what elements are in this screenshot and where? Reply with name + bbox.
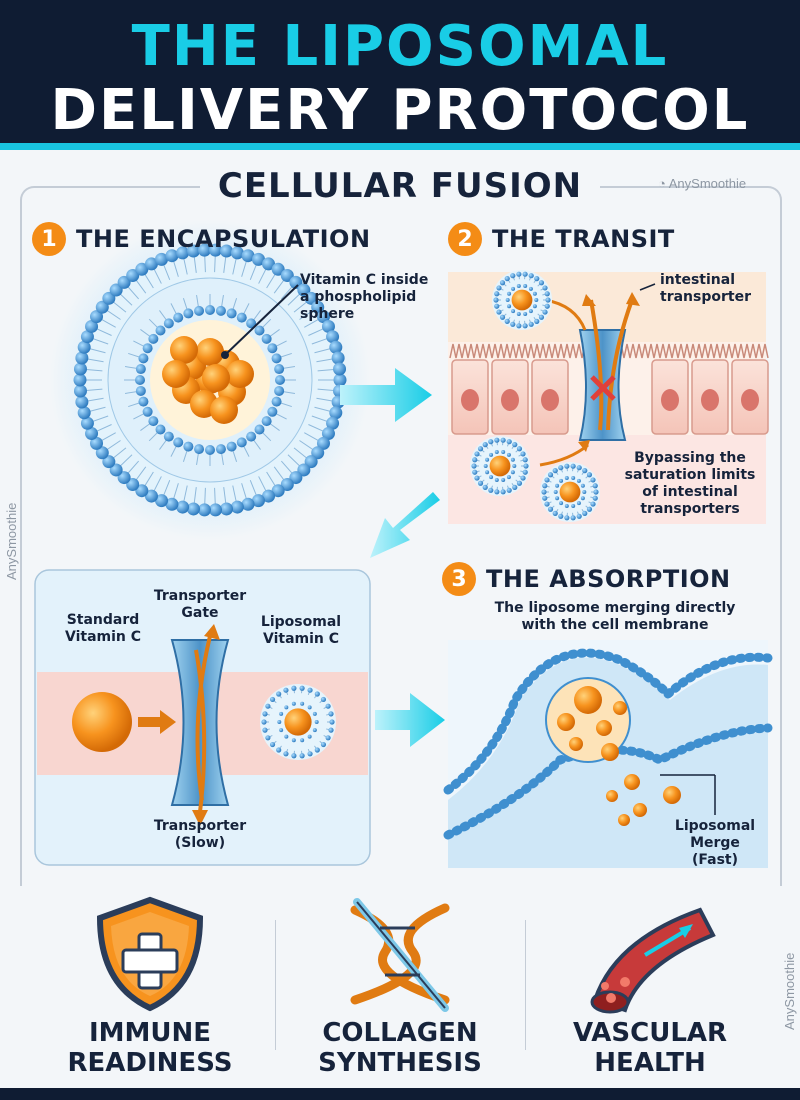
step-2-heading: 2 THE TRANSIT — [448, 222, 675, 256]
step-3-number: 3 — [442, 562, 476, 596]
step-1-number: 1 — [32, 222, 66, 256]
transporter-label: intestinal transporter — [660, 272, 751, 305]
header-accent-bar — [0, 143, 800, 150]
benefit-vascular: VASCULAR HEALTH — [525, 890, 775, 1090]
step-3-title: THE ABSORPTION — [486, 565, 731, 593]
benefit-vascular-label: VASCULAR HEALTH — [572, 1018, 728, 1078]
membrane-fusion — [443, 640, 773, 868]
shield-cross-icon — [96, 896, 204, 1012]
collagen-helix-icon — [350, 898, 450, 1012]
arrow-comparison-to-step3 — [375, 693, 445, 747]
standard-vitamin-c-label: Standard Vitamin C — [64, 612, 142, 645]
step-2-title: THE TRANSIT — [492, 225, 675, 253]
benefit-divider-1 — [275, 920, 276, 1050]
brand-watermark-top: ◔ AnySmoothie — [658, 176, 747, 191]
arrow-step2-to-comparison — [370, 492, 440, 558]
diagram-illustrations — [34, 220, 773, 868]
step-1-heading: 1 THE ENCAPSULATION — [32, 222, 371, 256]
step-3-heading: 3 THE ABSORPTION — [442, 562, 731, 596]
benefit-immune: IMMUNE READINESS — [25, 890, 275, 1090]
intestinal-panel — [448, 270, 769, 524]
benefit-immune-label: IMMUNE READINESS — [67, 1018, 233, 1078]
title-line-2: DELIVERY PROTOCOL — [50, 78, 750, 143]
footer-bar — [0, 1088, 800, 1100]
transporter-gate-label: Transporter Gate — [153, 588, 247, 621]
comparison-panel — [34, 569, 371, 866]
step-1-title: THE ENCAPSULATION — [76, 225, 371, 253]
liposomal-merge-label: Liposomal Merge (Fast) — [674, 818, 756, 868]
liposomal-vitamin-c-label: Liposomal Vitamin C — [260, 614, 342, 647]
encapsulation-label: Vitamin C inside a phospholipid sphere — [300, 272, 429, 322]
blood-vessel-icon — [590, 907, 716, 1014]
benefit-collagen: COLLAGEN SYNTHESIS — [275, 890, 525, 1090]
liposome-large — [50, 220, 370, 540]
benefit-collagen-label: COLLAGEN SYNTHESIS — [318, 1018, 482, 1078]
benefits-row: IMMUNE READINESS COLLAGEN SYNTHESIS — [0, 890, 800, 1090]
section-title: CELLULAR FUSION — [200, 166, 600, 206]
header-banner: THE LIPOSOMAL DELIVERY PROTOCOL — [0, 0, 800, 150]
arrow-step1-to-step2 — [340, 368, 432, 422]
benefit-divider-2 — [525, 920, 526, 1050]
title-line-1: THE LIPOSOMAL — [131, 14, 669, 79]
absorption-caption: The liposome merging directly with the c… — [494, 600, 736, 633]
step-2-number: 2 — [448, 222, 482, 256]
transporter-slow-label: Transporter (Slow) — [153, 818, 247, 851]
bypass-note: Bypassing the saturation limits of intes… — [624, 450, 756, 517]
